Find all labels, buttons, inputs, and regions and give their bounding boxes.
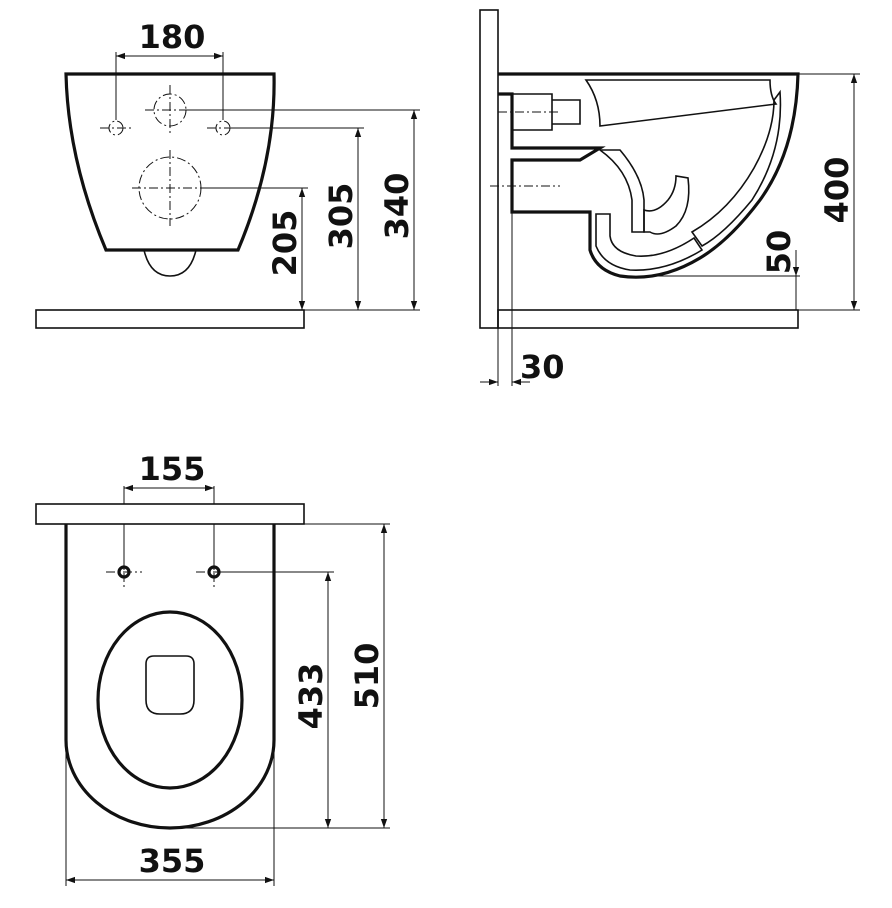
bowl-inner-wall <box>690 89 782 248</box>
outlet-spigot <box>143 249 197 277</box>
dim-50: 50 <box>760 230 798 275</box>
wall <box>479 9 499 329</box>
dim-400: 400 <box>818 157 856 224</box>
bowl-top-outline <box>64 524 276 830</box>
bottom-shell <box>595 213 704 271</box>
dim-355: 355 <box>139 842 206 880</box>
dim-30: 30 <box>520 348 565 386</box>
dim-205: 205 <box>266 210 304 277</box>
trap <box>597 149 645 233</box>
outlet-hole <box>145 655 195 715</box>
floor-slab-side <box>497 309 799 329</box>
front-view: 180 205 305 340 <box>35 18 420 329</box>
floor-slab <box>35 309 305 329</box>
bowl-side-outline <box>498 72 800 279</box>
bowl-inner-surface <box>584 79 778 127</box>
dim-340: 340 <box>378 173 416 240</box>
bowl-opening <box>96 610 244 790</box>
dim-155: 155 <box>139 450 206 488</box>
dim-433: 433 <box>292 663 330 730</box>
dim-305: 305 <box>322 183 360 250</box>
trap-siphon <box>643 175 690 235</box>
top-view: 155 433 510 355 <box>35 450 390 886</box>
dim-180: 180 <box>139 18 206 56</box>
flush-inlet <box>511 93 553 131</box>
dim-510: 510 <box>348 643 386 710</box>
wall-top <box>35 503 305 525</box>
side-view: 400 50 30 <box>479 9 860 386</box>
bowl-front-outline <box>64 72 276 252</box>
